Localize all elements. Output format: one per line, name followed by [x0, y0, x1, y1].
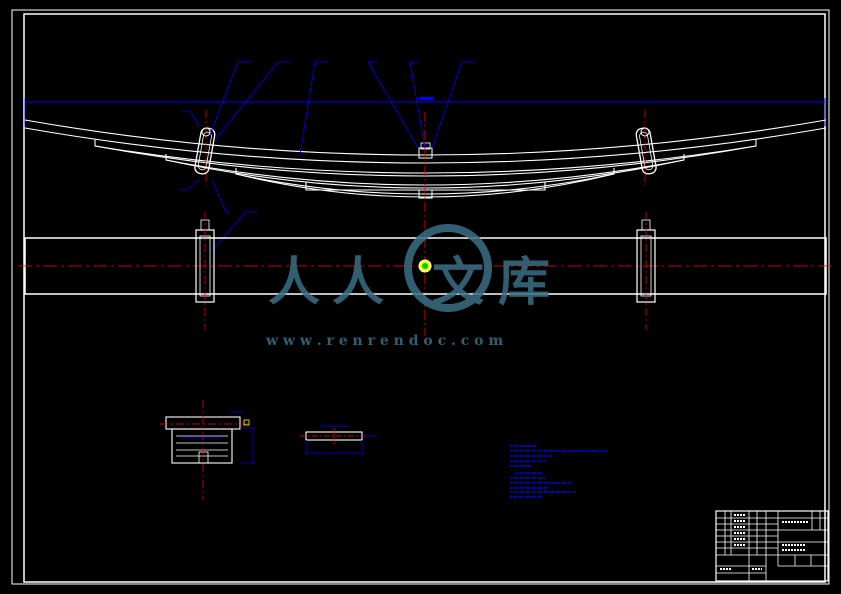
title-block [715, 510, 829, 582]
watermark-url: w w w . r e n r e n d o c . c o m [265, 333, 503, 349]
technical-notes [510, 445, 607, 498]
inner-frame [23, 13, 826, 583]
watermark-glyph-4: 库 [498, 252, 550, 313]
leaf-section-view [300, 425, 378, 456]
left-shackle [194, 110, 216, 186]
outer-frame [11, 9, 830, 585]
right-shackle [635, 110, 657, 186]
part-leaders [180, 61, 475, 251]
section-detail-view [160, 400, 256, 500]
watermark-glyph-3: 文 [432, 252, 484, 313]
watermark-glyph-1: 人 [268, 252, 320, 313]
watermark: 人 人 文 库 w w w . r e n r e n d o c . c o … [265, 224, 550, 349]
watermark-glyph-2: 人 [332, 252, 384, 313]
